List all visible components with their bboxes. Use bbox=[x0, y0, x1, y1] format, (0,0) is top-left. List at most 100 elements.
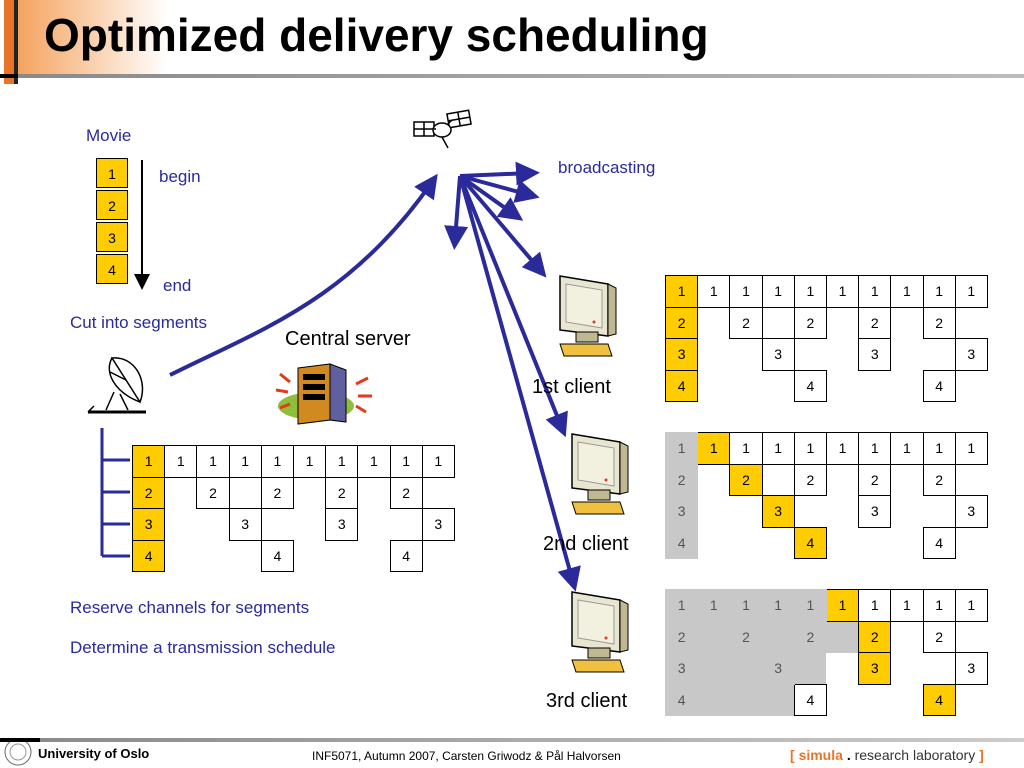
grid-cell bbox=[891, 527, 923, 559]
channel-bracket bbox=[100, 428, 130, 558]
grid-cell: 2 bbox=[389, 476, 423, 509]
grid-cell: 1 bbox=[922, 275, 956, 308]
grid-cell bbox=[826, 370, 858, 402]
grid-cell: 4 bbox=[793, 683, 827, 716]
grid-cell: 1 bbox=[664, 275, 699, 308]
grid-cell: 1 bbox=[890, 589, 924, 622]
grid-cell bbox=[826, 307, 858, 339]
grid-cell: 1 bbox=[357, 445, 391, 478]
grid-cell: 1 bbox=[325, 445, 359, 478]
grid-cell bbox=[698, 339, 730, 371]
grid-cell: 2 bbox=[858, 463, 892, 496]
grid-cell bbox=[698, 370, 730, 402]
grid-cell: 2 bbox=[858, 620, 892, 653]
grid-cell: 2 bbox=[922, 620, 956, 653]
grid-cell: 4 bbox=[793, 526, 827, 559]
movie-segment-4: 4 bbox=[96, 254, 128, 284]
grid-cell: 2 bbox=[196, 476, 230, 509]
grid-cell: 3 bbox=[954, 338, 988, 371]
grid-cell bbox=[293, 540, 325, 572]
grid-cell: 3 bbox=[664, 652, 699, 685]
grid-cell: 4 bbox=[664, 369, 699, 402]
movie-segment-3: 3 bbox=[96, 222, 128, 252]
grid-cell: 1 bbox=[664, 432, 699, 465]
grid-cell bbox=[698, 307, 730, 339]
grid-cell: 1 bbox=[922, 432, 956, 465]
grid-cell bbox=[326, 540, 358, 572]
grid-cell bbox=[697, 684, 730, 716]
reserve-channels-label: Reserve channels for segments bbox=[70, 598, 310, 617]
end-label: end bbox=[163, 276, 192, 295]
grid-cell bbox=[165, 540, 197, 572]
grid-cell: 1 bbox=[421, 445, 455, 478]
grid-cell bbox=[891, 621, 923, 653]
grid-cell bbox=[762, 307, 794, 339]
grid-cell: 4 bbox=[260, 539, 294, 572]
grid-cell bbox=[891, 496, 923, 528]
grid-cell: 1 bbox=[389, 445, 423, 478]
grid-cell: 1 bbox=[729, 432, 763, 465]
grid-cell bbox=[730, 370, 762, 402]
grid-cell bbox=[698, 527, 730, 559]
simula-dot: . bbox=[846, 747, 851, 763]
grid-cell bbox=[955, 684, 987, 716]
grid-cell bbox=[955, 307, 987, 339]
simula-name: simula bbox=[798, 747, 843, 763]
grid-cell bbox=[891, 339, 923, 371]
grid-cell: 3 bbox=[664, 338, 699, 371]
title-accent-line bbox=[14, 0, 18, 84]
grid-cell: 1 bbox=[858, 432, 892, 465]
grid-cell: 3 bbox=[325, 508, 359, 541]
grid-cell: 3 bbox=[761, 495, 795, 528]
grid-cell: 2 bbox=[922, 463, 956, 496]
simula-research-lab: research laboratory bbox=[854, 747, 976, 763]
client-1-label: 1st client bbox=[532, 376, 611, 398]
grid-cell: 3 bbox=[858, 338, 892, 371]
grid-cell: 4 bbox=[664, 526, 699, 559]
grid-cell: 2 bbox=[858, 306, 892, 339]
grid-cell: 1 bbox=[164, 445, 198, 478]
grid-cell bbox=[293, 477, 325, 509]
client-3-label: 3rd client bbox=[546, 690, 628, 712]
grid-cell: 1 bbox=[858, 589, 892, 622]
grid-cell bbox=[826, 464, 858, 496]
grid-cell: 4 bbox=[793, 369, 827, 402]
grid-cell: 4 bbox=[131, 539, 166, 572]
grid-cell: 1 bbox=[858, 275, 892, 308]
grid-cell: 1 bbox=[761, 275, 795, 308]
grid-cell: 4 bbox=[664, 683, 699, 716]
grid-cell: 2 bbox=[325, 476, 359, 509]
grid-cell: 4 bbox=[389, 539, 423, 572]
grid-cell: 3 bbox=[421, 508, 455, 541]
grid-cell bbox=[891, 307, 923, 339]
grid-cell bbox=[826, 496, 858, 528]
grid-cell: 1 bbox=[131, 445, 166, 478]
grid-cell: 1 bbox=[697, 432, 731, 465]
grid-cell bbox=[762, 684, 795, 716]
grid-cell bbox=[859, 684, 891, 716]
computer-icon bbox=[559, 275, 617, 357]
client-2-label: 2nd client bbox=[543, 533, 629, 555]
grid-cell: 1 bbox=[922, 589, 956, 622]
grid-cell bbox=[422, 477, 454, 509]
grid-cell bbox=[697, 621, 730, 653]
grid-cell: 1 bbox=[954, 589, 988, 622]
grid-cell: 2 bbox=[729, 463, 763, 496]
grid-cell bbox=[697, 652, 730, 684]
grid-cell: 3 bbox=[228, 508, 262, 541]
grid-cell: 1 bbox=[954, 275, 988, 308]
broadcast-arrows bbox=[444, 161, 581, 592]
grid-cell bbox=[955, 464, 987, 496]
grid-cell bbox=[955, 370, 987, 402]
